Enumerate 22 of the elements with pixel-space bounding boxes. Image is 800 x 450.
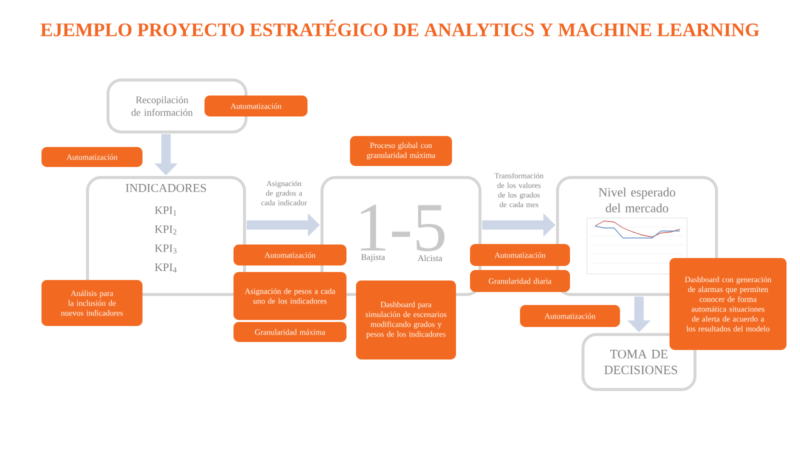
box-text: Automatización [494, 252, 546, 258]
box-text: Automatización [544, 313, 596, 319]
box-text: Automatización [264, 252, 316, 258]
box-text: Granularidad diaria [488, 278, 552, 284]
box-text: Automatización [66, 154, 118, 160]
note-box [234, 322, 346, 342]
note-box [204, 96, 308, 116]
box-text: Granularidad máxima [255, 329, 326, 335]
note-box [42, 147, 142, 167]
note-box [670, 258, 786, 350]
box-text: Proceso global con granularidad máxima [366, 142, 436, 160]
note-box [520, 305, 620, 327]
process-box: TOMA DE DECISIONES [582, 333, 696, 391]
title: EJEMPLO PROYECTO ESTRATÉGICO DE ANALYTICS Y MACHINE LEARNING [40, 20, 760, 36]
note-box [356, 280, 456, 360]
note-box [234, 272, 346, 320]
note-box [350, 136, 452, 166]
note-box [234, 244, 346, 266]
box-text: Dashboard para simulación de escenarios modificando grados y pesos de los indicadores [366, 302, 446, 338]
note-box [470, 244, 570, 266]
note-box [470, 270, 570, 292]
note-box [42, 280, 142, 326]
